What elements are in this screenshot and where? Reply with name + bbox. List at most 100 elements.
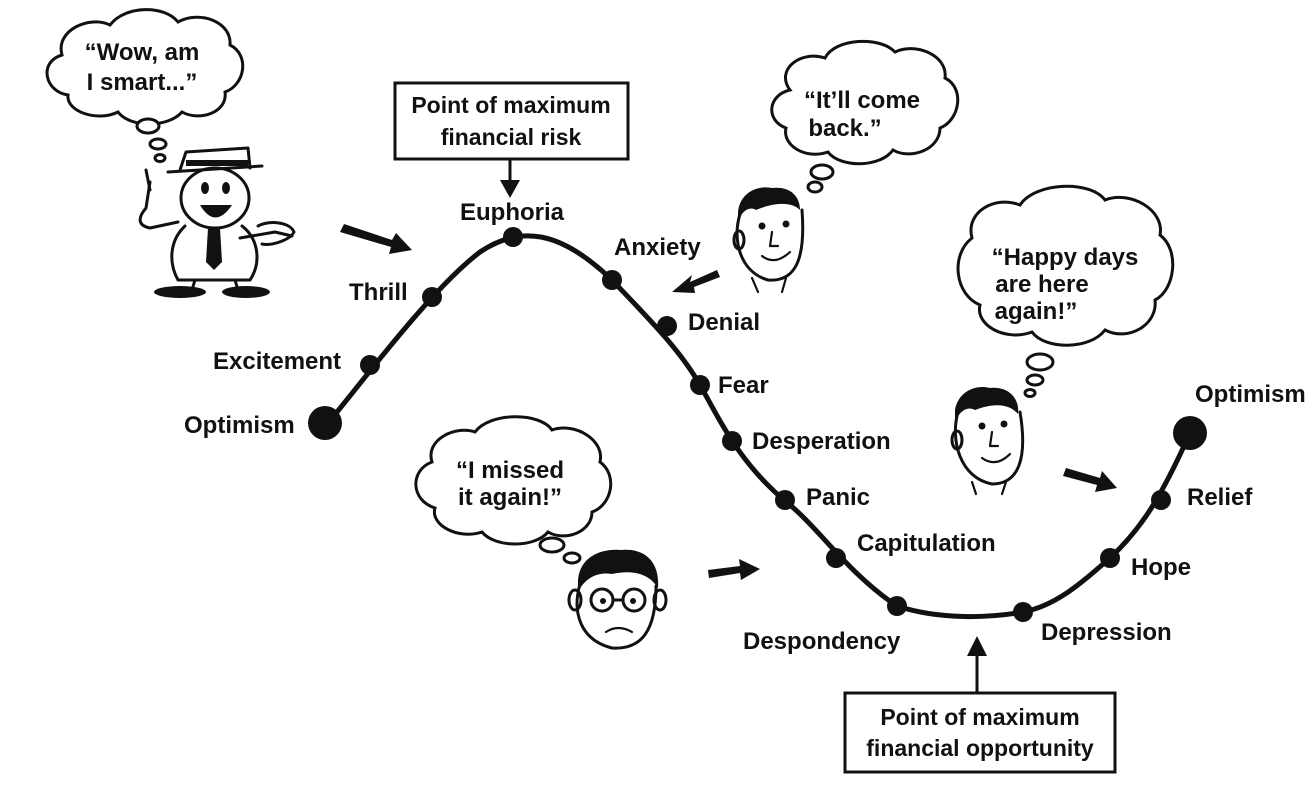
thought-missed-line2: it again!” <box>458 484 562 511</box>
euphoric-investor-figure <box>138 146 296 298</box>
label-euphoria: Euphoria <box>460 199 565 226</box>
arrow-to-excitement <box>340 224 412 254</box>
label-hope: Hope <box>1131 554 1191 581</box>
smile <box>980 452 1012 464</box>
callout-risk-arrow-head <box>500 180 520 198</box>
arrow-to-anxiety <box>672 270 720 293</box>
label-despondency: Despondency <box>743 628 901 655</box>
cloud-tail <box>148 137 168 151</box>
pointing-hand <box>256 221 296 246</box>
dot-excitement <box>360 355 380 375</box>
hopeful-investor-head <box>950 386 1025 496</box>
thought-come-back-line2: back.” <box>808 115 881 142</box>
label-denial: Denial <box>688 309 760 336</box>
label-capitulation: Capitulation <box>857 530 996 557</box>
hair <box>738 187 800 222</box>
pointing-arm <box>238 230 294 240</box>
thought-missed-line1: “I missed <box>456 457 564 484</box>
callout-opportunity-line1: Point of maximum <box>880 704 1079 730</box>
head <box>179 166 251 230</box>
dot-anxiety <box>602 270 622 290</box>
cloud-tail <box>538 536 566 554</box>
open-mouth <box>200 205 232 218</box>
label-depression: Depression <box>1041 619 1172 646</box>
cloud-shape <box>770 39 960 166</box>
cloud-tail <box>809 163 835 181</box>
face <box>953 410 1025 486</box>
callout-risk-line2: financial risk <box>441 124 582 150</box>
label-optimism-end: Optimism <box>1195 381 1306 408</box>
nose <box>988 430 1000 448</box>
frown <box>604 626 634 634</box>
thought-smart-line2: I smart...” <box>87 69 198 96</box>
callout-risk-line1: Point of maximum <box>411 92 610 118</box>
cloud-shape <box>414 415 613 546</box>
label-panic: Panic <box>806 484 870 511</box>
dot-panic <box>775 490 795 510</box>
smile <box>760 250 792 262</box>
label-fear: Fear <box>718 372 769 399</box>
dot-depression <box>1013 602 1033 622</box>
shoe <box>222 286 270 298</box>
dot-despondency <box>887 596 907 616</box>
eye <box>600 598 606 604</box>
finger <box>144 168 152 192</box>
callout-risk-box <box>393 81 630 161</box>
dot-capitulation <box>826 548 846 568</box>
shoe <box>154 286 206 298</box>
dot-optimism-start <box>308 406 342 440</box>
dot-thrill <box>422 287 442 307</box>
eye <box>201 182 209 194</box>
stage-dots <box>308 227 1207 622</box>
dot-fear <box>690 375 710 395</box>
jacket <box>170 224 259 282</box>
callout-opportunity-arrow-head <box>967 636 987 656</box>
callout-max-opportunity: Point of maximum financial opportunity <box>843 636 1117 774</box>
ear <box>950 429 964 451</box>
eye <box>1000 420 1008 428</box>
eye <box>222 182 230 194</box>
arrow-to-despondency <box>708 559 760 580</box>
thought-bubble-smart: “Wow, am I smart...” <box>45 8 245 163</box>
thought-bubble-come-back: “It’ll come back.” <box>770 39 960 194</box>
face <box>735 208 805 282</box>
dot-euphoria <box>503 227 523 247</box>
ear <box>732 229 746 251</box>
cycle-curve <box>325 233 1193 620</box>
cloud-shape <box>45 8 245 126</box>
eye <box>782 220 790 228</box>
eye <box>758 222 766 230</box>
thought-come-back-line1: “It’ll come <box>804 87 920 114</box>
cloud-tail <box>1025 373 1045 387</box>
label-desperation: Desperation <box>752 428 891 455</box>
eye <box>978 422 986 430</box>
stage-labels: Optimism Excitement Thrill Euphoria Anxi… <box>184 199 1306 655</box>
collar <box>750 276 788 294</box>
nose <box>768 230 780 248</box>
dot-optimism-end <box>1173 416 1207 450</box>
arrow-to-hope <box>1063 468 1117 492</box>
hat-band <box>186 160 248 166</box>
thought-bubble-happy-days: “Happy days are here again!” <box>956 184 1175 398</box>
pointer-arrows <box>340 224 1117 580</box>
cloud-tail <box>135 117 161 135</box>
callout-opportunity-box <box>843 691 1117 774</box>
cloud-tail <box>1025 352 1055 372</box>
dot-hope <box>1100 548 1120 568</box>
thought-smart-line1: “Wow, am <box>85 39 200 66</box>
dot-desperation <box>722 431 742 451</box>
label-thrill: Thrill <box>349 279 408 306</box>
dot-denial <box>657 316 677 336</box>
cloud-shape <box>956 184 1175 347</box>
thought-happy-line2: are here <box>995 271 1088 298</box>
ear <box>652 588 668 612</box>
cloud-tail <box>806 180 824 194</box>
hair <box>955 386 1019 422</box>
label-excitement: Excitement <box>213 348 341 375</box>
thought-bubble-missed: “I missed it again!” <box>414 415 613 565</box>
eye <box>630 598 636 604</box>
raised-hand <box>138 180 180 230</box>
cloud-tail <box>153 153 167 163</box>
